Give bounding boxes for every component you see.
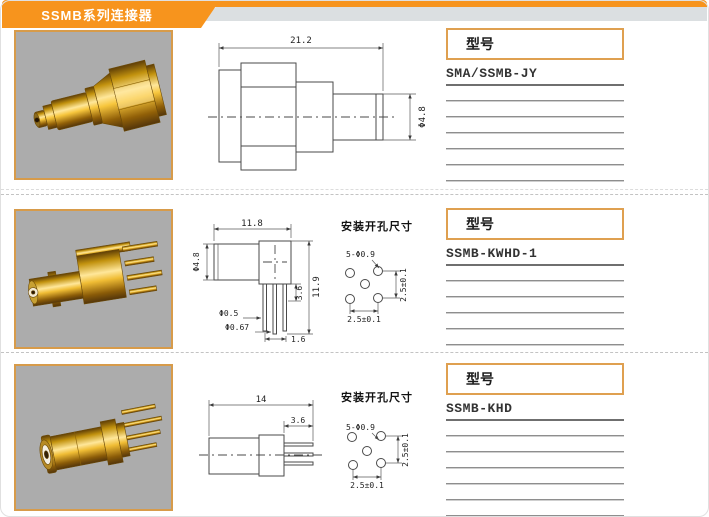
dim-body-width: 11.8: [241, 219, 263, 229]
technical-drawing-ssmb-kwhd-1: 11.8 Φ4.8 11.9 3.6 Φ0.5 Φ0.67 1.6: [192, 219, 322, 344]
technical-drawing-sma-ssmb-jy: 21.2 Φ4.8: [208, 36, 428, 171]
spec-line: [446, 435, 624, 437]
spec-line: [446, 148, 624, 150]
model-label-box: 型号: [446, 363, 624, 395]
product-photo-frame: [14, 209, 173, 349]
hole-pitch-vertical: 2.5±0.1: [399, 268, 408, 302]
dim-overall-length: 21.2: [290, 36, 312, 46]
model-column: 型号 SMA/SSMB-JY: [446, 28, 624, 182]
product-row-sma-ssmb-jy: 21.2 Φ4.8 型号 SMA/SSMB-JY: [1, 22, 708, 194]
spec-line: [446, 116, 624, 118]
hole-diagram-title: 安装开孔尺寸: [341, 390, 413, 404]
hole-callout: 5-Φ0.9: [346, 423, 375, 432]
product-row-ssmb-kwhd-1: 11.8 Φ4.8 11.9 3.6 Φ0.5 Φ0.67 1.6 安装开: [1, 194, 708, 353]
dim-pin-pitch: 1.6: [291, 335, 306, 344]
dim-pin-length: 3.6: [295, 286, 304, 301]
product-row-ssmb-khd: 14 3.6 安装开孔尺寸 5-Φ0.9 2.5±0.1 2.5±0.1 型号 …: [1, 352, 708, 517]
product-photo-frame: [14, 364, 173, 511]
spec-line: [446, 328, 624, 330]
spec-line: [446, 100, 624, 102]
model-label-box: 型号: [446, 28, 624, 60]
product-photo-ssmb-kwhd-1: [28, 241, 163, 308]
hole-pitch-horizontal: 2.5±0.1: [347, 315, 381, 324]
model-label: 型号: [466, 36, 494, 52]
product-photo-frame: [14, 30, 173, 180]
spec-line: [446, 280, 624, 282]
hole-pitch-horizontal: 2.5±0.1: [350, 481, 384, 490]
header-top-strip: [2, 0, 707, 7]
dim-overall-length: 14: [256, 395, 267, 405]
spec-line: [446, 180, 624, 182]
hole-diagram-title: 安装开孔尺寸: [341, 219, 413, 233]
spec-line: [446, 499, 624, 501]
dim-pin-length: 3.6: [291, 416, 306, 425]
model-label: 型号: [466, 216, 494, 232]
dim-barrel-diameter: Φ4.8: [418, 106, 428, 128]
spec-line: [446, 467, 624, 469]
series-banner: SSMB系列连接器: [2, 3, 218, 28]
model-column: 型号 SSMB-KWHD-1: [446, 208, 624, 346]
spec-line: [446, 344, 624, 346]
spec-line: [446, 451, 624, 453]
hole-callout: 5-Φ0.9: [346, 250, 375, 259]
technical-drawing-ssmb-khd: 14 3.6: [199, 395, 325, 477]
mounting-hole-diagram: 安装开孔尺寸 5-Φ0.9 2.5±0.1 2.5±0.1: [341, 390, 413, 490]
spec-line: [446, 164, 624, 166]
model-name: SSMB-KWHD-1: [446, 246, 624, 266]
series-banner-title: SSMB系列连接器: [41, 8, 153, 23]
spec-line: [446, 483, 624, 485]
hole-pitch-vertical: 2.5±0.1: [401, 433, 410, 467]
dim-barrel-diameter: Φ4.8: [192, 252, 201, 271]
model-name: SSMB-KHD: [446, 401, 624, 421]
spec-line: [446, 312, 624, 314]
dim-pin-diameter-inner: Φ0.5: [219, 309, 238, 318]
header-gray-strip: [200, 7, 707, 21]
model-label: 型号: [466, 371, 494, 387]
row-separator-dashed: [1, 189, 708, 190]
product-photo-sma-ssmb-jy: [33, 59, 167, 132]
model-column: 型号 SSMB-KHD: [446, 363, 624, 517]
product-photo-ssmb-khd: [39, 403, 163, 474]
dim-body-height: 11.9: [312, 276, 322, 298]
model-name: SMA/SSMB-JY: [446, 66, 624, 86]
mounting-hole-diagram: 安装开孔尺寸 5-Φ0.9 2.5±0.1 2.5±0.1: [341, 219, 413, 324]
model-label-box: 型号: [446, 208, 624, 240]
spec-line: [446, 296, 624, 298]
spec-line: [446, 132, 624, 134]
dim-pin-diameter-outer: Φ0.67: [225, 323, 249, 332]
